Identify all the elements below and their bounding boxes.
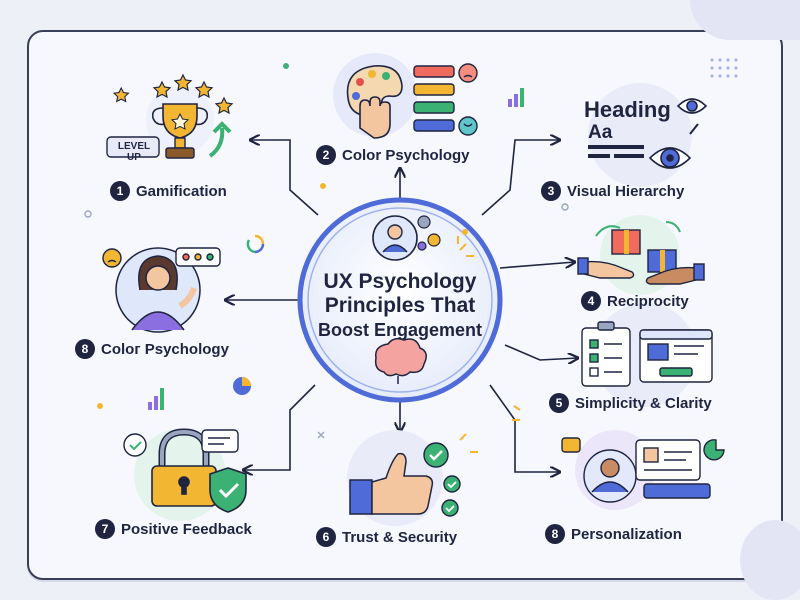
decor-dot xyxy=(462,229,468,235)
emoji-bubble-icon xyxy=(102,247,221,268)
gift-exchange-icon xyxy=(577,215,705,295)
personalization-icon xyxy=(561,430,725,510)
node-label: Gamification xyxy=(136,182,227,200)
center-title: UX Psychology Principles That Boost Enga… xyxy=(298,270,502,342)
node-label: Coloг Psychology xyxy=(101,340,229,358)
pie-chart-icon xyxy=(233,377,251,395)
connector-gamification xyxy=(250,140,319,216)
person-avatar-icon xyxy=(115,247,201,333)
chat-bubbles-icon xyxy=(123,429,239,457)
hub-sparkles-icon xyxy=(457,236,474,257)
node-label: Color Psychology xyxy=(342,146,470,164)
eye-icon xyxy=(648,98,708,169)
node-label: Trust & Security xyxy=(342,528,458,546)
node-personalization: 8 Personalization xyxy=(545,524,682,544)
node-label: Positive Feedback xyxy=(121,520,252,538)
node-number: 2 xyxy=(316,145,336,165)
level-up-text: LEVEL UP xyxy=(117,141,151,163)
node-label: Simplicity & Clarity xyxy=(575,394,712,412)
node-color-psychology-left: 8 Coloг Psychology xyxy=(75,339,229,359)
brain-icon xyxy=(374,337,427,384)
node-number: 5 xyxy=(549,393,569,413)
heading-text: Heading xyxy=(584,97,671,122)
small-bar-chart-icon xyxy=(508,88,524,107)
node-number: 1 xyxy=(110,181,130,201)
decor-dots-icon xyxy=(84,63,569,439)
connector-visual xyxy=(481,140,560,216)
connector-feedback xyxy=(243,384,316,470)
node-visual-hierarchy: 3 Visual Hierarchy xyxy=(541,181,684,201)
aa-text: Aa xyxy=(588,122,613,143)
bg-blob-top-right xyxy=(690,0,800,40)
node-number: 4 xyxy=(581,291,601,311)
shield-check-icon xyxy=(209,467,247,513)
center-title-line-2: Principles That xyxy=(324,294,476,317)
palette-icon xyxy=(333,53,417,139)
connector-reciprocity xyxy=(499,262,575,269)
hub-person-icon xyxy=(372,215,441,261)
color-bars-icon xyxy=(413,63,478,136)
center-title-line-1: UX Psychology xyxy=(323,270,477,293)
sparkle-icon xyxy=(459,433,478,453)
node-simplicity-clarity: 5 Simplicity & Clarity xyxy=(549,393,712,413)
left-bar-chart-icon xyxy=(148,388,164,410)
dot-grid-icon xyxy=(710,58,738,78)
node-number: 6 xyxy=(316,527,336,547)
thumbs-up-icon xyxy=(347,430,443,526)
loader-ring-icon xyxy=(246,234,265,254)
connector-simplicity xyxy=(504,344,578,360)
check-badges-icon xyxy=(423,442,461,517)
connector-personalization xyxy=(489,384,560,472)
node-number: 8 xyxy=(75,339,95,359)
node-label: Personalization xyxy=(571,525,682,543)
center-title-line-3: Boost Engagement xyxy=(317,320,482,340)
node-trust-security: 6 Trust & Security xyxy=(316,527,457,547)
node-positive-feedback: 7 Positive Feedback xyxy=(95,519,252,539)
node-label: Visual Hierarchy xyxy=(567,182,685,200)
window-layout-icon xyxy=(639,329,713,383)
node-label: Reciprocity xyxy=(607,292,689,310)
node-color-psychology: 2 Color Psychology xyxy=(316,145,470,165)
connectors xyxy=(225,140,578,472)
trophy-icon xyxy=(106,73,234,159)
node-number: 7 xyxy=(95,519,115,539)
node-reciprocity: 4 Reciprocity xyxy=(581,291,689,311)
lock-icon xyxy=(134,428,226,521)
hub-circle xyxy=(297,197,503,403)
node-gamification: 1 Gamification xyxy=(110,181,227,201)
bg-blob-bottom-right xyxy=(740,520,800,600)
node-number: 8 xyxy=(545,524,565,544)
node-number: 3 xyxy=(541,181,561,201)
